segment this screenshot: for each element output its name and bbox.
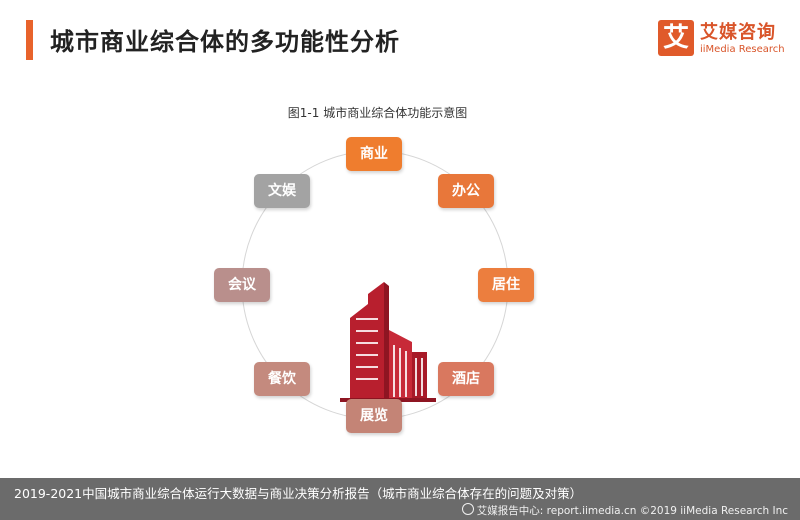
node-label: 办公 [452,183,480,199]
node-hotel: 酒店 [438,362,494,396]
node-residence: 居住 [478,268,534,302]
credit-text: 艾媒报告中心: report.iimedia.cn ©2019 iiMedia … [476,505,788,517]
node-label: 展览 [360,408,388,424]
footer-credit: 艾媒报告中心: report.iimedia.cn ©2019 iiMedia … [461,503,788,518]
footer-bar [0,478,800,520]
title-accent-bar [26,20,33,60]
node-label: 文娱 [268,183,296,199]
iimedia-logo: 艾 艾媒咨询 iiMedia Research [658,16,788,64]
node-label: 商业 [360,146,388,162]
logo-mark: 艾 [658,20,694,56]
logo-name-cn: 艾媒咨询 [700,22,776,43]
page-title: 城市商业综合体的多功能性分析 [50,28,400,56]
node-label: 餐饮 [268,371,296,387]
node-entertainment: 文娱 [254,174,310,208]
node-commerce: 商业 [346,137,402,171]
node-label: 会议 [228,277,256,293]
node-label: 酒店 [452,371,480,387]
logo-circle-icon [461,503,474,515]
node-exhibition: 展览 [346,399,402,433]
node-dining: 餐饮 [254,362,310,396]
logo-name-en: iiMedia Research [700,44,785,55]
figure-title: 图1-1 城市商业综合体功能示意图 [287,106,468,120]
node-office: 办公 [438,174,494,208]
report-title: 2019-2021中国城市商业综合体运行大数据与商业决策分析报告（城市商业综合体… [14,486,583,501]
node-conference: 会议 [214,268,270,302]
building-icon [340,282,436,402]
node-label: 居住 [492,277,520,293]
